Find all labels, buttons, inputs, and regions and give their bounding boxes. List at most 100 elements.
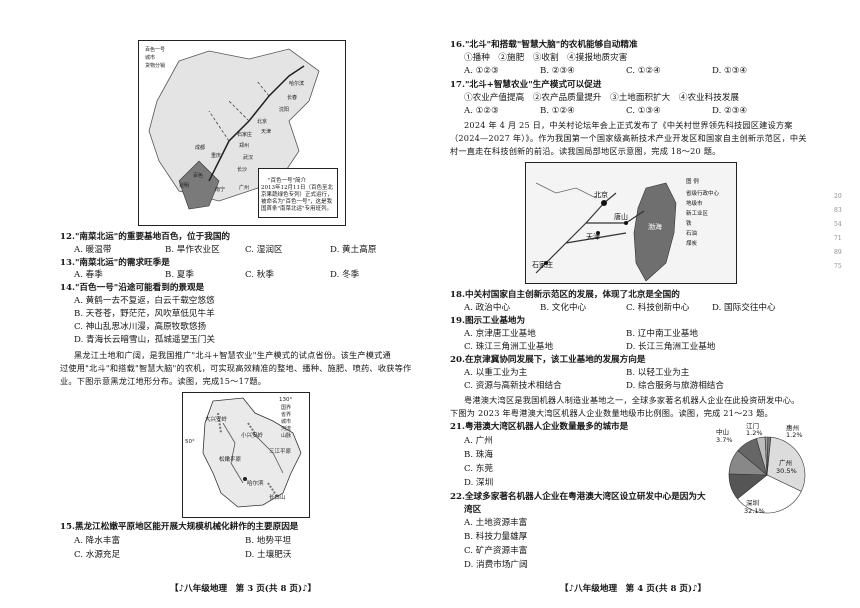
q14-stem: 14."百色一号"沿途可能看到的景观是	[60, 283, 205, 293]
q22-a[interactable]: A. 土地资源丰富	[464, 518, 528, 528]
q21-a[interactable]: A. 广州	[464, 436, 493, 446]
sidebar-code: 54	[834, 221, 842, 228]
map2-label: 小兴安岭	[241, 431, 264, 439]
q13-a[interactable]: A. 春季	[74, 270, 103, 280]
q14-c[interactable]: C. 神山乱思冰川漫，高原牧歌悠扬	[74, 322, 207, 332]
gba-para-1: 粤港澳大湾区是我国机器人制造业基地之一，全球多家著名机器人企业在此投资研发中心。	[464, 395, 800, 405]
q20-d[interactable]: D. 综合服务与旅游相结合	[626, 381, 724, 391]
q12-c[interactable]: C. 湿润区	[245, 245, 283, 255]
q15-b[interactable]: B. 地势平坦	[245, 536, 292, 546]
q14-b[interactable]: B. 天苍苍，野茫茫，风吹草低见牛羊	[74, 309, 215, 319]
map3-label: 天津	[586, 233, 600, 241]
map3-legend-title: 图 例	[686, 177, 699, 185]
map3-legend: 地级市	[686, 199, 703, 207]
baise-note-box: "百色一号"简介 2013年12月11日（百色至北京果蔬绿色专列）正式运行，被命…	[258, 168, 338, 218]
q18-c[interactable]: C. 科技创新中心	[626, 303, 690, 313]
q20-a[interactable]: A. 以重工业为主	[464, 368, 528, 378]
city-label: 广州	[239, 184, 249, 191]
pie-slice-guangzhou	[766, 436, 806, 492]
zgc-para-3: 村一直走在科技创新的前沿。读我国局部地区示意图，完成 18～20 题。	[450, 146, 721, 156]
q18-a[interactable]: A. 政治中心	[464, 303, 511, 313]
q17-d[interactable]: D. ②③④	[712, 106, 748, 116]
map3-legend: 新工业区	[686, 209, 709, 217]
q21-c[interactable]: C. 东莞	[464, 464, 493, 474]
sidebar-code: 71	[834, 235, 842, 242]
q16-b[interactable]: B. ②③④	[540, 66, 575, 76]
q13-d[interactable]: D. 冬季	[330, 270, 360, 280]
map2-legend: 河流	[281, 425, 291, 432]
q14-d[interactable]: D. 青海长云暗雪山，孤城遥望玉门关	[74, 335, 215, 345]
q15-c[interactable]: C. 水源充足	[74, 550, 121, 560]
q19-a[interactable]: A. 京津唐工业基地	[464, 329, 536, 339]
jingjintang-map-svg: 北京 唐山 天津 石家庄 渤海 图 例 省级行政中心 地级市 新工业区 铁 石油…	[526, 163, 736, 283]
city-label: 成都	[195, 144, 205, 151]
q17-a[interactable]: A. ①②③	[464, 106, 499, 116]
city-label: 长沙	[237, 166, 247, 173]
heilongjiang-para-3: 业。下图示意黑龙江地形分布。读图，完成15～17题。	[60, 376, 267, 386]
q17-c[interactable]: C. ①③④	[626, 106, 661, 116]
page-footer-right: 【♪八年级地理 第 4 页(共 8 页)♪】	[560, 584, 707, 594]
q13-b[interactable]: B. 夏季	[165, 270, 194, 280]
q22-c[interactable]: C. 矿产资源丰富	[464, 546, 528, 556]
map2-legend: 省界	[281, 411, 291, 418]
zgc-para-1: 2024 年 4 月 25 日，中关村论坛年会上正式发布了《中关村世界领先科技园…	[464, 120, 793, 130]
pie-label-sz-value: 32.1%	[744, 507, 765, 515]
map2-label: 哈尔滨	[247, 479, 264, 487]
map2-legend: 山脉	[281, 432, 291, 439]
map3-legend: 铁	[686, 219, 692, 227]
city-label: 百色	[193, 172, 203, 179]
gba-para-2: 下图为 2023 年粤港澳大湾区机器人企业数量地级市比例图。读图，完成 21～2…	[450, 408, 773, 418]
q21-stem: 21.粤港澳大湾区机器人企业数量最多的城市是	[450, 422, 629, 432]
q19-c[interactable]: C. 珠江三角洲工业基地	[464, 342, 554, 352]
q16-d[interactable]: D. ①③④	[712, 66, 748, 76]
q12-b[interactable]: B. 旱作农业区	[165, 245, 220, 255]
q12-d[interactable]: D. 黄土高原	[330, 245, 377, 255]
q22-b[interactable]: B. 科技力量雄厚	[464, 532, 528, 542]
q18-d[interactable]: D. 国际交往中心	[712, 303, 776, 313]
heilongjiang-para-1: 黑龙江土地和广阔，是我国推广"北斗+智慧农业"生产模式的试点省份。该生产模式通	[74, 350, 391, 360]
q17-stem: 17."北斗+智慧农业"生产模式可以促进	[450, 80, 602, 90]
map2-label: 50°	[185, 439, 195, 445]
pie-label-jm-value: 1.2%	[746, 429, 763, 437]
map2-label: 130°	[279, 397, 292, 403]
sidebar-code: 89	[834, 249, 842, 256]
sidebar-code: 83	[834, 207, 842, 214]
map-jingjintang: 北京 唐山 天津 石家庄 渤海 图 例 省级行政中心 地级市 新工业区 铁 石油…	[525, 162, 737, 284]
sidebar-codes: 20 83 54 71 89 75	[834, 190, 850, 274]
pie-label-gz-value: 30.5%	[776, 467, 797, 475]
q22-d[interactable]: D. 消费市场广阔	[464, 560, 528, 570]
pie-label-hz: 惠州	[786, 423, 799, 432]
sidebar-code: 75	[834, 263, 842, 270]
q17-b[interactable]: B. ①②④	[540, 106, 575, 116]
q21-d[interactable]: D. 深圳	[464, 478, 494, 488]
q14-a[interactable]: A. 黄鹤一去不复返，白云千载空悠悠	[74, 296, 215, 306]
q12-a[interactable]: A. 暖温带	[74, 245, 112, 255]
heilongjiang-para-2: 过使用"北斗"和搭载"智慧大脑"的农机，可实现高效精准的整地、播种、施肥、喷药、…	[60, 363, 412, 373]
q19-d[interactable]: D. 长江三角洲工业基地	[626, 342, 716, 352]
q16-c[interactable]: C. ①②④	[626, 66, 661, 76]
q16-a[interactable]: A. ①②③	[464, 66, 499, 76]
pie-slice-huizhou	[766, 436, 772, 476]
q15-d[interactable]: D. 土壤肥沃	[245, 550, 292, 560]
map2-label: 长白山	[269, 493, 286, 501]
q21-b[interactable]: B. 珠海	[464, 450, 493, 460]
map2-label: 松嫩平原	[219, 455, 242, 463]
legend-city: 城市	[145, 54, 155, 61]
q20-c[interactable]: C. 资源与高新技术相结合	[464, 381, 562, 391]
pie-label-zs: 中山	[716, 427, 729, 436]
q20-b[interactable]: B. 以轻工业为主	[626, 368, 690, 378]
q18-b[interactable]: B. 文化中心	[540, 303, 587, 313]
map2-label: 三江平原	[269, 448, 292, 455]
q22-stem-2: 湾区	[464, 505, 482, 515]
q15-a[interactable]: A. 降水丰富	[74, 536, 121, 546]
q19-b[interactable]: B. 辽中南工业基地	[626, 329, 698, 339]
heilongjiang-map-svg: 松嫩平原 三江平原 哈尔滨 小兴安岭 大兴安岭 长白山 50° 130° 国界 …	[185, 397, 302, 508]
city-label: 哈尔滨	[289, 80, 304, 87]
city-label: 郑州	[239, 142, 249, 149]
city-label: 重庆	[211, 152, 221, 159]
q19-stem: 19.图示工业基地为	[450, 316, 526, 326]
page-footer-left: 【♪八年级地理 第 3 页(共 8 页)♪】	[170, 584, 317, 594]
city-label: 石家庄	[237, 131, 252, 138]
left-page: 百色一号 城市 货物分销 哈尔滨 长春 沈阳 北京 天津 石家庄 郑州 武汉 长…	[60, 40, 412, 594]
q13-c[interactable]: C. 秋季	[245, 270, 274, 280]
